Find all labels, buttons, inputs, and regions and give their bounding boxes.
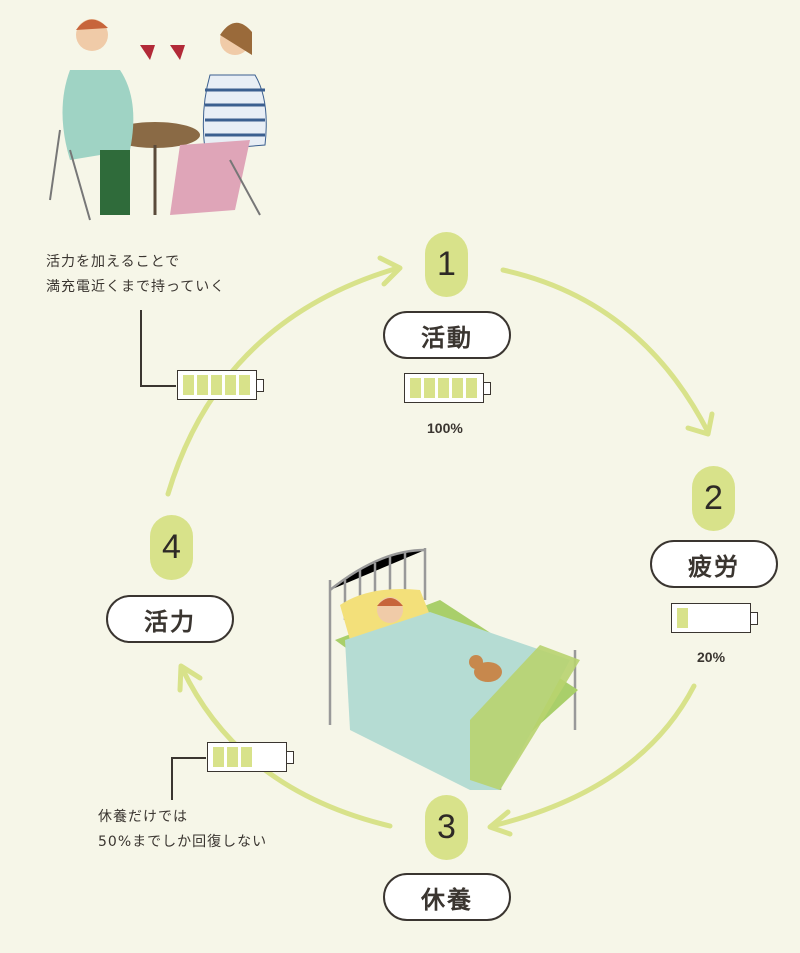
arrow-2-to-3 [489, 683, 697, 829]
vitality-note-line2: 満充電近くまで持っていく [46, 279, 226, 295]
rest-note-line1: 休養だけでは [98, 809, 188, 825]
arrow-head-icon [377, 255, 403, 287]
arrow-4-to-1 [165, 265, 401, 497]
step-3-label: 休養 [383, 873, 511, 921]
arrow-1-to-2 [500, 267, 711, 435]
vitality-note-line1: 活力を加えることで [46, 254, 181, 270]
step-1-number-badge: 1 [425, 232, 468, 297]
rest-note-line2: 50%までしか回復しない [98, 834, 268, 850]
step-3-number-badge: 3 [425, 795, 468, 860]
battery-full-icon [404, 373, 491, 403]
step-4-number-badge: 4 [150, 515, 193, 580]
battery-full-icon [177, 370, 264, 400]
step-1-label: 活動 [383, 311, 511, 359]
battery-low-icon [671, 603, 758, 633]
arrow-head-icon [685, 411, 715, 437]
leader-line [171, 757, 206, 800]
cafe-illustration [49, 19, 267, 221]
step-1-percent: 100% [427, 420, 463, 436]
step-2-percent: 20% [697, 649, 726, 665]
bed-illustration [328, 548, 580, 790]
step-2-number-badge: 2 [692, 466, 735, 531]
rest-note: 休養だけでは 50%までしか回復しない [98, 805, 267, 855]
vitality-note: 活力を加えることで 満充電近くまで持っていく [46, 250, 225, 300]
arrow-head-icon [487, 809, 513, 837]
step-2-label: 疲労 [650, 540, 778, 588]
step-4-label: 活力 [106, 595, 234, 643]
leader-line [140, 310, 176, 387]
battery-half-icon [207, 742, 294, 772]
arrow-head-icon [177, 663, 203, 693]
